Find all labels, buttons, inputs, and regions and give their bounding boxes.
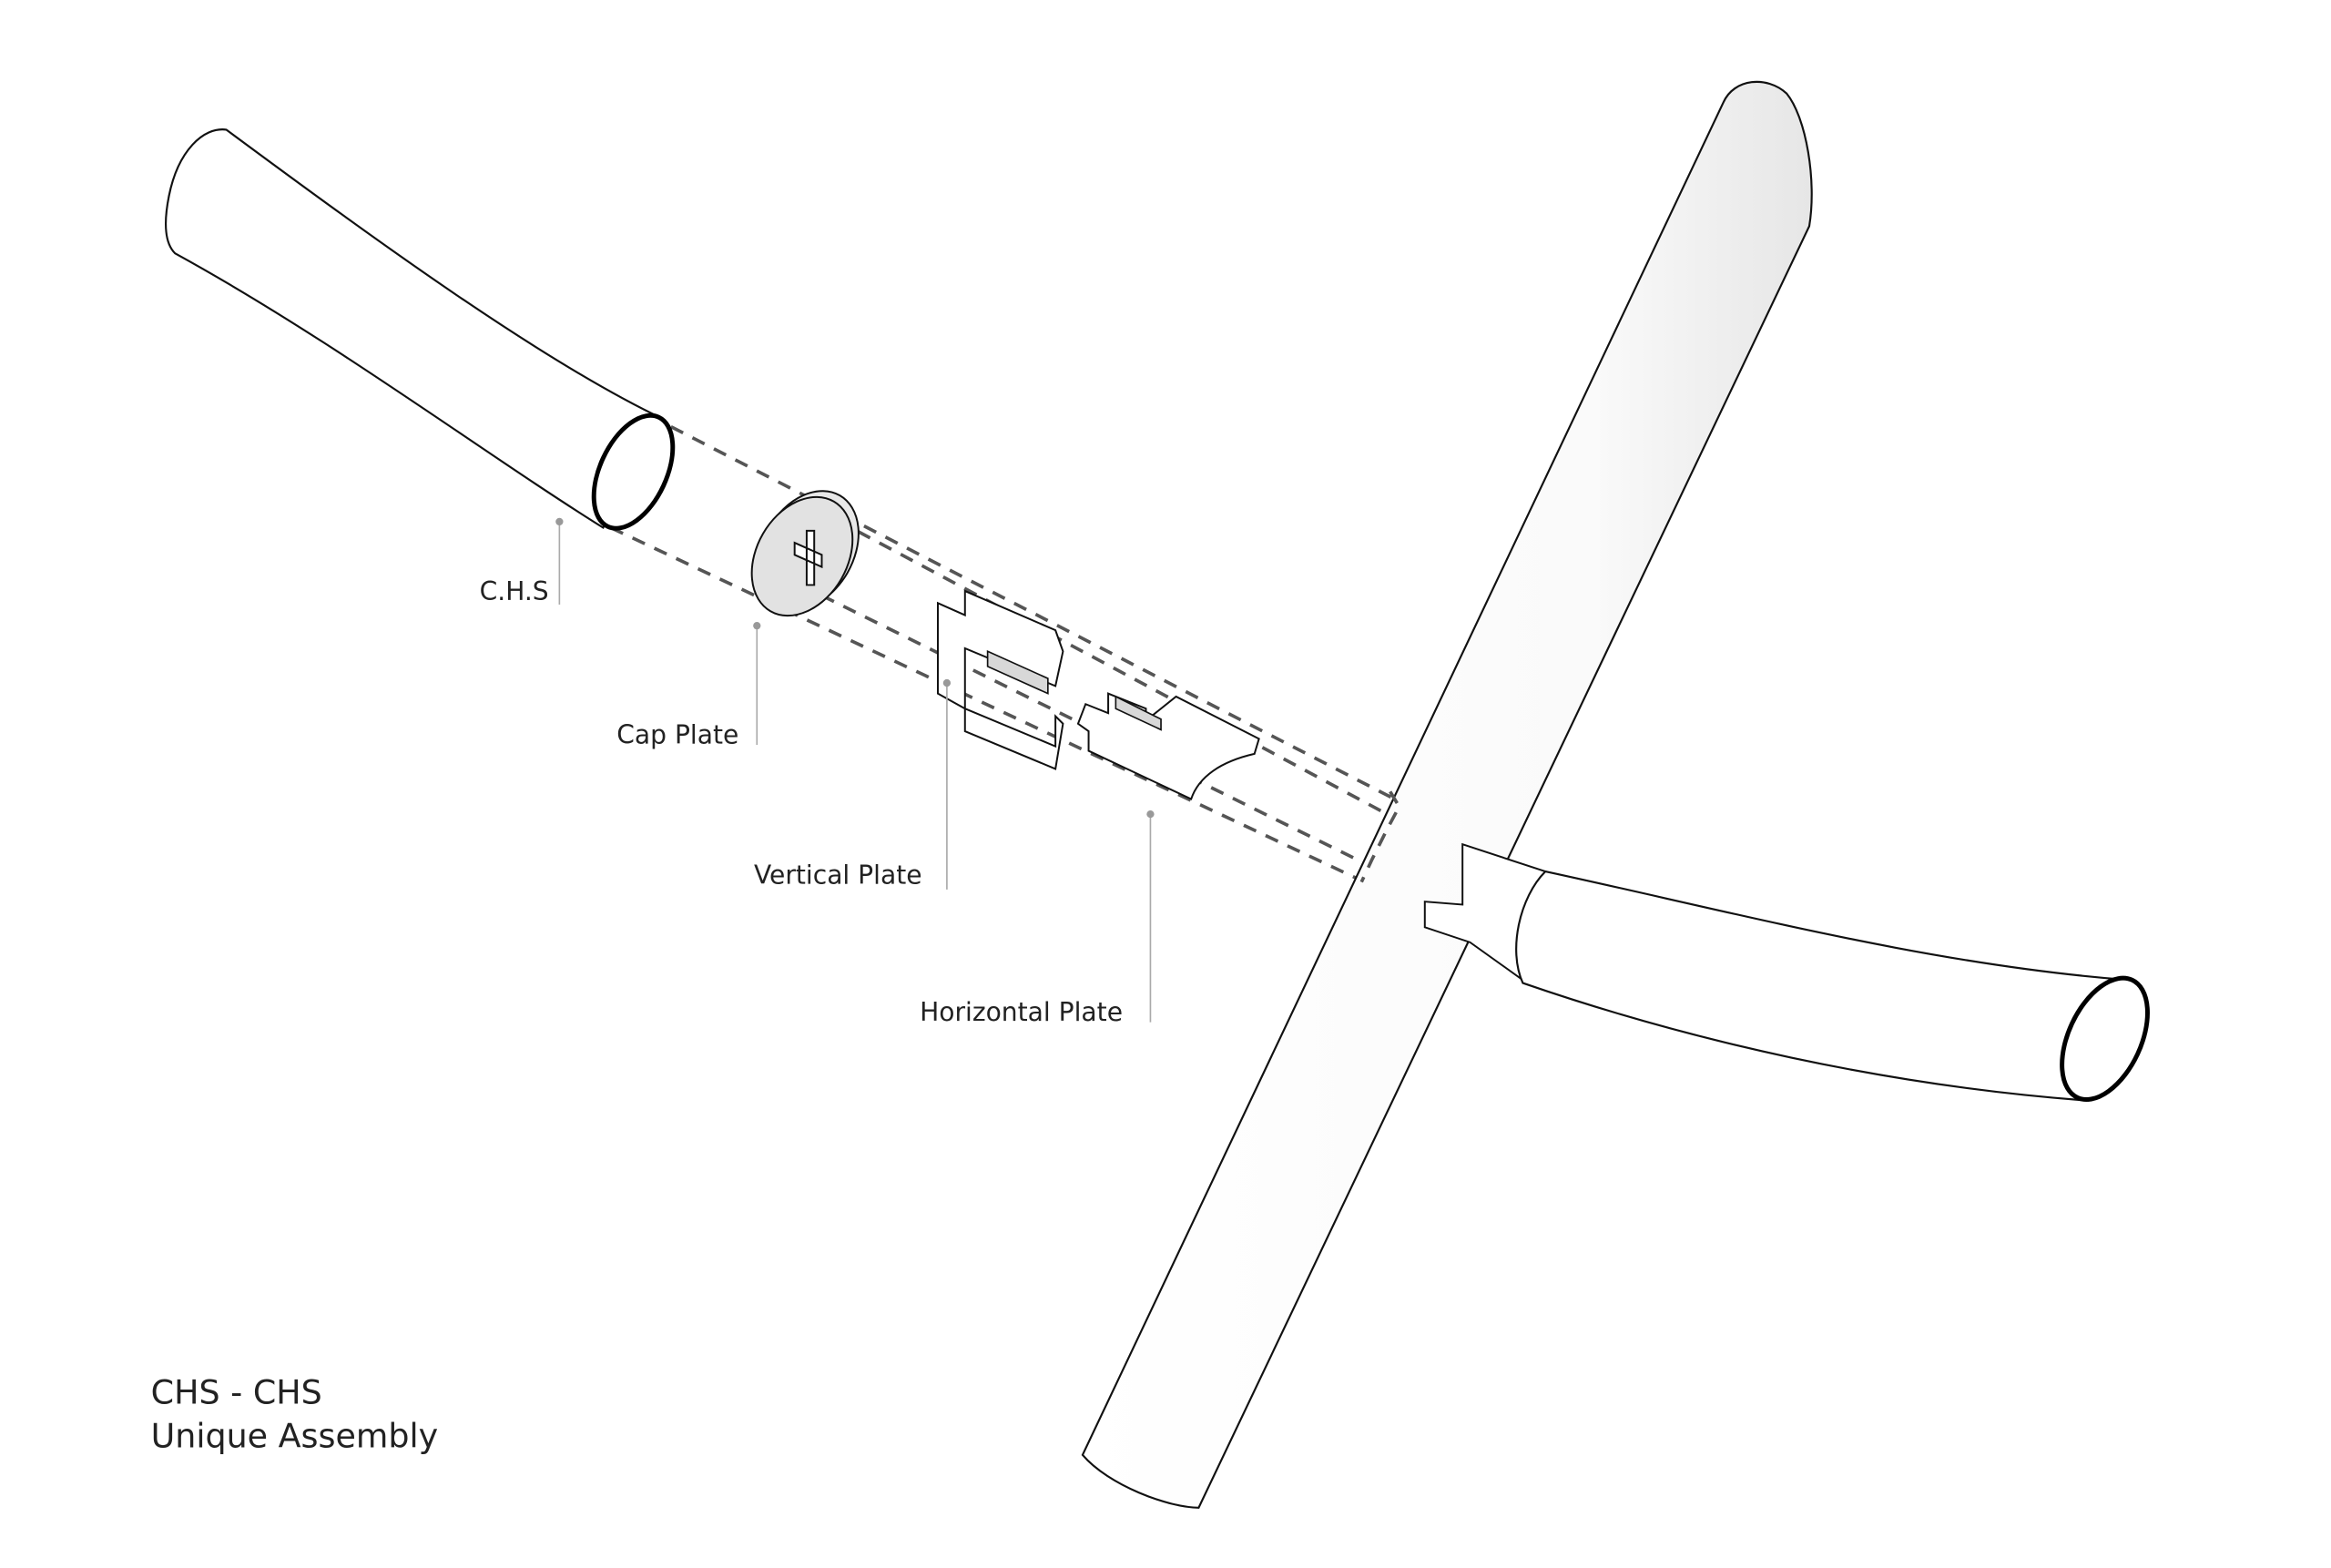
left-chs-tube [165, 128, 676, 531]
vertical-plate-label: Vertical Plate [754, 860, 922, 890]
cap-plate [750, 490, 860, 617]
cap-plate-label: Cap Plate [616, 719, 738, 749]
label-chs: C.H.S [480, 517, 564, 606]
label-vertical-plate: Vertical Plate [754, 678, 952, 890]
label-horizontal-plate: Horizontal Plate [920, 809, 1155, 1027]
horizontal-plate [1076, 692, 1260, 800]
diagram-title: CHS - CHS [151, 1373, 322, 1412]
vertical-plate [936, 589, 1064, 770]
main-chs-tube [1081, 80, 1813, 1509]
chs-label: C.H.S [480, 576, 549, 606]
assembly-guide-lines [609, 424, 1396, 884]
label-cap-plate: Cap Plate [616, 622, 761, 749]
right-chs-tube [1423, 842, 2150, 1102]
horizontal-plate-label: Horizontal Plate [920, 997, 1123, 1027]
diagram-subtitle: Unique Assembly [151, 1417, 438, 1456]
